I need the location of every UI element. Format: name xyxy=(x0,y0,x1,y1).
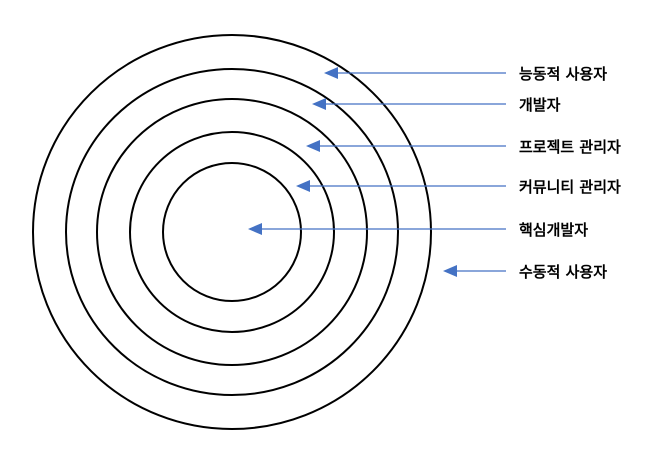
ring-2 xyxy=(65,68,399,396)
label-active-users: 능동적 사용자 xyxy=(519,65,607,83)
label-community-managers: 커뮤니티 관리자 xyxy=(519,178,621,196)
label-developers: 개발자 xyxy=(519,96,561,114)
arrow-developers xyxy=(312,98,506,110)
ring-outer xyxy=(32,34,432,430)
arrows xyxy=(248,67,506,277)
rings xyxy=(32,34,432,430)
labels: 능동적 사용자 개발자 프로젝트 관리자 커뮤니티 관리자 핵심개발자 수동적 … xyxy=(519,65,621,281)
arrow-active-users xyxy=(324,67,506,79)
label-core-developers: 핵심개발자 xyxy=(519,221,588,239)
arrow-community-managers xyxy=(296,180,506,192)
arrow-passive-users xyxy=(443,265,506,277)
label-passive-users: 수동적 사용자 xyxy=(519,263,607,281)
ring-core xyxy=(162,162,302,302)
label-project-managers: 프로젝트 관리자 xyxy=(519,138,621,156)
arrow-project-managers xyxy=(306,140,506,152)
ring-3 xyxy=(96,98,368,366)
ring-4 xyxy=(129,131,335,333)
arrow-core-developers xyxy=(248,223,506,235)
